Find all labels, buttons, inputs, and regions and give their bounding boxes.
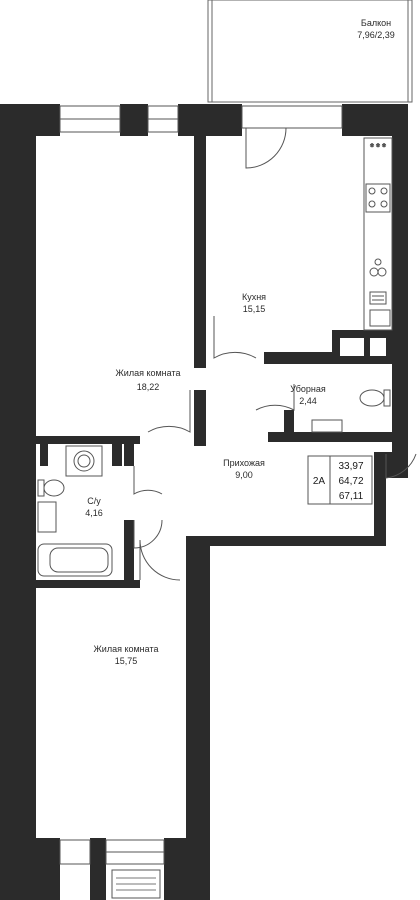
door-toilet bbox=[255, 384, 295, 411]
room-labels: Балкон 7,96/2,39 Кухня 15,15 Жилая комна… bbox=[85, 18, 395, 666]
wall-north-west bbox=[0, 104, 60, 136]
toilet-name: Уборная bbox=[290, 384, 326, 394]
living1-area: 18,22 bbox=[137, 382, 160, 392]
kitchen-area: 15,15 bbox=[243, 304, 266, 314]
door-living2 bbox=[139, 539, 181, 581]
window-south-1 bbox=[59, 839, 91, 865]
toilet-fixtures bbox=[311, 389, 391, 433]
wall-north-mid bbox=[120, 104, 148, 136]
wall-toilet-west bbox=[284, 410, 294, 442]
total-area-with-balcony: 67,11 bbox=[339, 491, 364, 502]
svg-text:* * *: * * * bbox=[370, 142, 386, 152]
sink-icon bbox=[369, 258, 387, 277]
door-kitchen bbox=[213, 316, 257, 359]
wall-bath-east-bottom bbox=[124, 520, 134, 580]
door-bathroom bbox=[133, 466, 163, 495]
windows bbox=[59, 105, 343, 899]
kitchen-name: Кухня bbox=[242, 292, 266, 302]
balcony bbox=[207, 0, 413, 103]
wall-west bbox=[0, 104, 36, 900]
dishwasher-icon bbox=[369, 291, 387, 305]
exterior-walls bbox=[0, 104, 408, 900]
total-area: 64,72 bbox=[338, 476, 363, 487]
doors bbox=[133, 127, 417, 581]
window-kitchen bbox=[241, 105, 343, 129]
hallway-area: 9,00 bbox=[235, 470, 253, 480]
wall-east bbox=[392, 104, 408, 454]
living2-area: 15,75 bbox=[115, 656, 138, 666]
hallway-name: Прихожая bbox=[223, 458, 265, 468]
wall-south-east bbox=[186, 536, 210, 900]
balcony-rail-right bbox=[407, 0, 413, 103]
wall-bath-east-top bbox=[124, 436, 134, 466]
kitchen-counter bbox=[363, 137, 393, 331]
door-entry bbox=[385, 453, 417, 479]
washing-machine-icon bbox=[65, 445, 103, 477]
bathroom-fixtures bbox=[37, 445, 113, 577]
toilet-area: 2,44 bbox=[299, 396, 317, 406]
wall-corridor-south bbox=[186, 536, 386, 546]
kitchen-fixtures: * * * bbox=[363, 137, 393, 331]
wall-north-east bbox=[178, 104, 242, 136]
bathtub-icon bbox=[37, 543, 113, 577]
wall-bath-bottom bbox=[36, 580, 140, 588]
balcony-outline bbox=[209, 0, 411, 103]
toilet-sink-icon bbox=[311, 419, 343, 433]
wall-bath-top bbox=[36, 436, 140, 444]
wall-toilet-south bbox=[268, 432, 392, 442]
balcony-area: 7,96/2,39 bbox=[357, 30, 395, 40]
bath-toilet-icon bbox=[43, 479, 65, 497]
apartment-type: 2А bbox=[313, 476, 326, 487]
bathroom-name: С/у bbox=[87, 496, 101, 506]
apartment-info-box: 2А 33,97 64,72 67,11 bbox=[307, 455, 373, 505]
living1-name: Жилая комната bbox=[115, 368, 180, 378]
wall-living-hall bbox=[194, 390, 206, 446]
living-area: 33,97 bbox=[338, 461, 363, 472]
wall-entry-east bbox=[374, 478, 386, 546]
wall-living-kitchen bbox=[194, 136, 206, 368]
bathroom-area: 4,16 bbox=[85, 508, 103, 518]
wall-south-mid bbox=[90, 838, 106, 900]
living2-name: Жилая комната bbox=[93, 644, 158, 654]
balcony-rail-left bbox=[207, 0, 213, 103]
wall-entry-bottom bbox=[374, 452, 408, 478]
interior-walls bbox=[36, 136, 392, 588]
balcony-name: Балкон bbox=[361, 18, 391, 28]
toilet-icon bbox=[359, 389, 385, 407]
stove-icon bbox=[365, 183, 391, 213]
bath-sink-icon bbox=[37, 501, 57, 533]
door-balcony bbox=[245, 127, 287, 169]
washer-icon bbox=[369, 309, 391, 327]
wall-south-west bbox=[0, 838, 60, 900]
door-living1 bbox=[147, 390, 191, 433]
